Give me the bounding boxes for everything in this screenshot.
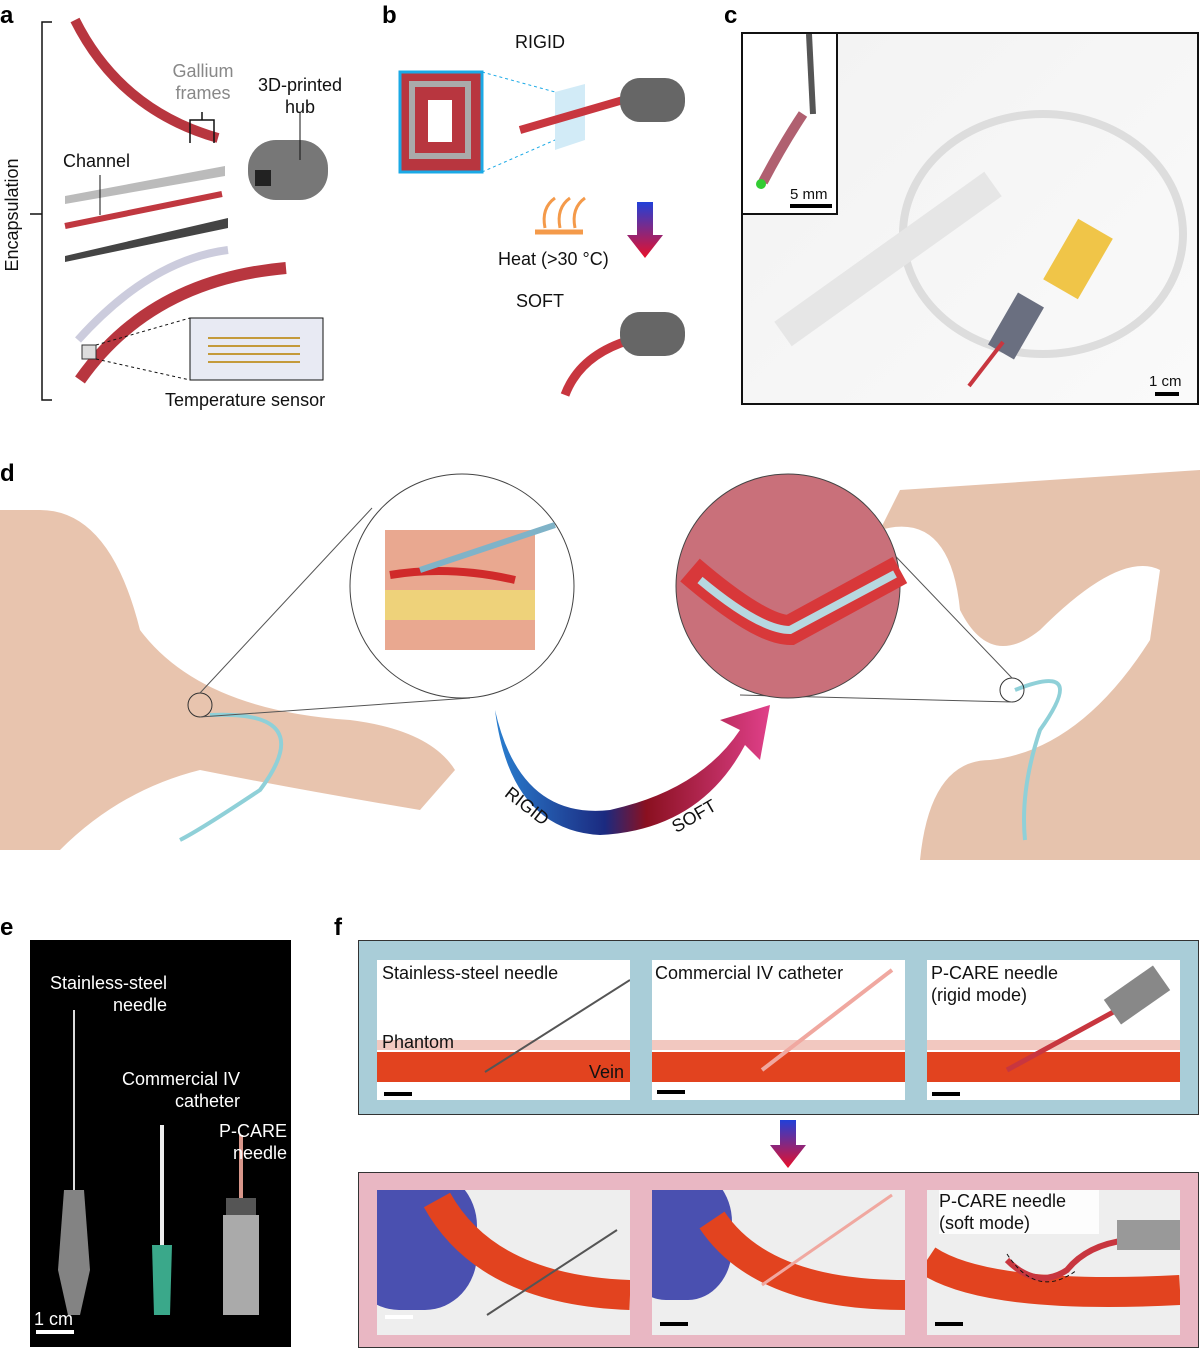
f-label-pcare-rigid: P-CARE needle (rigid mode): [931, 963, 1059, 1005]
needles-photo: Stainless-steel needle Commercial IV cat…: [30, 940, 291, 1347]
f-photo-steel: Stainless-steel needle Phantom Vein: [377, 960, 630, 1100]
f-photo-steel-bent: [377, 1190, 630, 1335]
panel-b-illustration: [398, 70, 685, 397]
panel-label-c: c: [724, 2, 738, 29]
panel-label-a: a: [0, 2, 14, 29]
inset-scale-label: 5 mm: [790, 186, 828, 203]
rigid-to-soft-arrow: [770, 1120, 806, 1168]
f-label-iv: Commercial IV catheter: [655, 963, 844, 983]
panel-d-illustration: [0, 470, 1200, 860]
panel-label-f: f: [334, 914, 342, 941]
pcare-needle-label: P-CARE needle: [218, 1121, 287, 1163]
f-photo-iv-bent: [652, 1190, 905, 1335]
rigid-label: RIGID: [515, 32, 566, 52]
panel-label-d: d: [0, 460, 15, 487]
soft-label: SOFT: [516, 291, 564, 311]
panel-label-e: e: [0, 914, 14, 941]
scale-bar: [1155, 392, 1179, 396]
phantom-label: Phantom: [382, 1032, 455, 1052]
f-label-pcare-soft: P-CARE needle (soft mode): [939, 1190, 1099, 1234]
f-photo-pcare-soft: P-CARE needle (soft mode): [927, 1190, 1180, 1335]
f-photo-iv: Commercial IV catheter: [652, 960, 905, 1100]
f-label-steel: Stainless-steel needle: [382, 963, 559, 983]
hub-label: 3D-printed hub: [257, 75, 343, 117]
steel-needle-label: Stainless-steel needle: [49, 973, 167, 1015]
channel-label: Channel: [63, 151, 131, 171]
vein-label: Vein: [589, 1062, 625, 1082]
f-photo-pcare-rigid: P-CARE needle (rigid mode): [927, 960, 1180, 1100]
e-scale-label: 1 cm: [34, 1309, 74, 1329]
iv-catheter-label: Commercial IV catheter: [121, 1069, 240, 1111]
scale-label: 1 cm: [1149, 373, 1182, 390]
heat-label: Heat (>30 °C): [498, 249, 609, 269]
catheter-photo: 5 mm 1 cm: [741, 32, 1199, 405]
panel-a-illustration: [30, 17, 328, 401]
panel-label-b: b: [382, 2, 397, 29]
temperature-sensor-label: Temperature sensor: [165, 390, 326, 410]
gallium-frames-label: Gallium frames: [172, 61, 234, 103]
inset-photo: 5 mm: [743, 33, 838, 215]
encapsulation-label: Encapsulation: [2, 158, 22, 272]
